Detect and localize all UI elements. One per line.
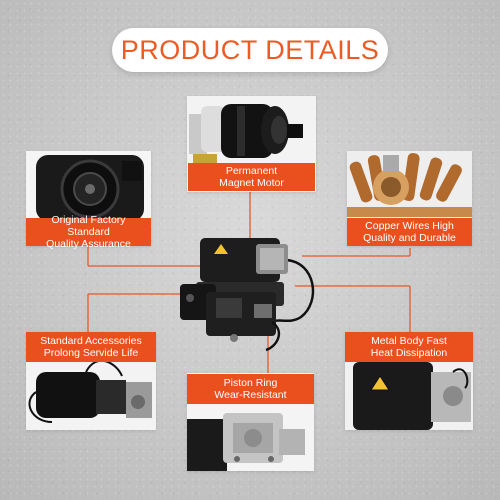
label-copper-line1: Copper Wires High <box>365 220 454 232</box>
label-accessories: Standard Accessories Prolong Servide Lif… <box>26 332 156 362</box>
label-motor-line1: Permanent <box>225 165 278 177</box>
page-title-text: PRODUCT DETAILS <box>120 34 380 65</box>
label-metal-line2: Heat Dissipation <box>370 347 448 359</box>
label-accessories-line1: Standard Accessories <box>40 335 142 347</box>
accessories-image-panel <box>26 332 156 430</box>
label-metal-line1: Metal Body Fast <box>371 335 447 347</box>
label-factory: Original Factory Standard Quality Assura… <box>26 214 151 250</box>
label-motor-line2: Magnet Motor <box>219 177 284 189</box>
label-factory-line2: Quality Assurance <box>46 238 131 250</box>
label-metal: Metal Body Fast Heat Dissipation <box>345 332 473 362</box>
label-accessories-line2: Prolong Servide Life <box>43 347 139 359</box>
page-title: PRODUCT DETAILS <box>112 28 388 72</box>
label-factory-line1: Original Factory Standard <box>51 214 126 238</box>
center-product-image <box>176 232 326 352</box>
label-piston-line1: Piston Ring <box>223 377 278 389</box>
label-copper: Copper Wires High Quality and Durable <box>347 218 472 246</box>
label-motor: Permanent Magnet Motor <box>188 163 315 191</box>
label-piston-line2: Wear-Resistant <box>214 389 287 401</box>
label-piston: Piston Ring Wear-Resistant <box>187 374 314 404</box>
label-copper-line2: Quality and Durable <box>363 232 456 244</box>
